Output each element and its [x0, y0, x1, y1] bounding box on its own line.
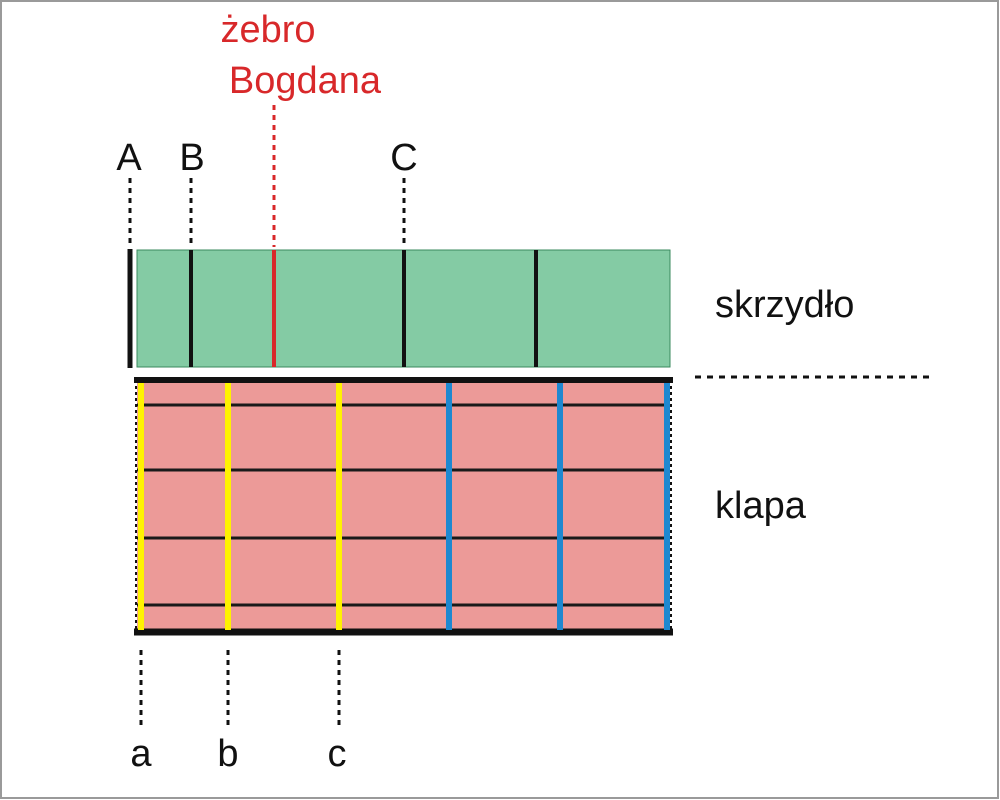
- rib-label-c: c: [328, 733, 347, 775]
- flap-panel: [137, 380, 670, 632]
- wing-label: skrzydło: [715, 284, 854, 326]
- flap-label: klapa: [715, 485, 807, 527]
- rib-label-C: C: [390, 137, 417, 179]
- rib-label-a: a: [130, 733, 152, 775]
- rib-label-b: b: [217, 733, 238, 775]
- rib-label-B: B: [179, 137, 204, 179]
- rib-label-A: A: [116, 137, 142, 179]
- highlight-label-line2: Bogdana: [229, 60, 382, 102]
- highlight-label-line1: żebro: [220, 9, 315, 51]
